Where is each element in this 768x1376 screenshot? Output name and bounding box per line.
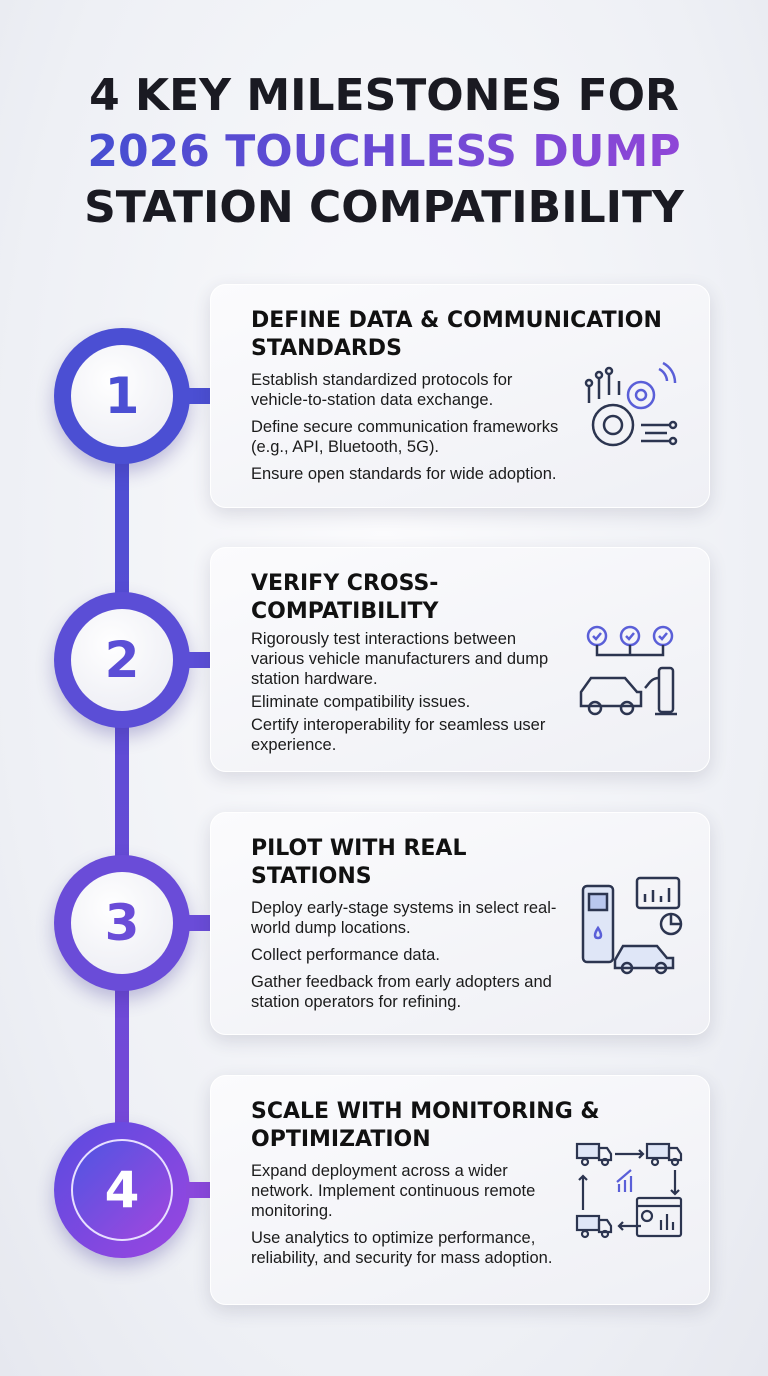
milestone-card-4: SCALE WITH MONITORING & OPTIMIZATION Exp… (210, 1075, 710, 1305)
milestone-number: 1 (71, 345, 173, 447)
milestone-title: PILOT WITH REAL STATIONS (251, 836, 467, 889)
milestone-4-badge: 4 (54, 1122, 190, 1258)
milestone-point: Expand deployment across a wider network… (251, 1162, 536, 1220)
milestone-2-badge: 2 (54, 592, 190, 728)
title-line-3: STATION COMPATIBILITY (84, 182, 684, 233)
milestone-point: Ensure open standards for wide adoption. (251, 465, 557, 483)
milestone-point: Eliminate compatibility issues. (251, 693, 471, 711)
car-charger-check-icon (579, 625, 677, 716)
milestone-point: Deploy early-stage systems in select rea… (251, 899, 557, 937)
milestone-number: 2 (71, 609, 173, 711)
milestone-1-badge: 1 (54, 328, 190, 464)
milestone-point: Rigorously test interactions between var… (251, 630, 549, 688)
timeline-connector (115, 400, 129, 1190)
title-line-1: 4 KEY MILESTONES FOR (89, 70, 679, 121)
milestone-card-3: PILOT WITH REAL STATIONS Deploy early-st… (210, 812, 710, 1035)
title-line-2: 2026 TOUCHLESS DUMP (0, 124, 768, 180)
milestone-point: Define secure communication frameworks (… (251, 418, 559, 456)
milestone-number: 4 (71, 1139, 173, 1241)
milestone-point: Use analytics to optimize performance, r… (251, 1229, 553, 1267)
milestone-point: Collect performance data. (251, 946, 440, 964)
milestone-card-1: DEFINE DATA & COMMUNICATION STANDARDS Es… (210, 284, 710, 508)
milestone-title: VERIFY CROSS-COMPATIBILITY (251, 571, 439, 624)
milestone-title: SCALE WITH MONITORING & OPTIMIZATION (251, 1099, 600, 1152)
milestone-point: Certify interoperability for seamless us… (251, 716, 546, 754)
milestone-3-badge: 3 (54, 855, 190, 991)
station-car-analytics-icon (581, 876, 683, 975)
milestone-card-2: VERIFY CROSS-COMPATIBILITY Rigorously te… (210, 547, 710, 772)
milestone-number: 3 (71, 872, 173, 974)
trucks-dashboard-cycle-icon (575, 1142, 683, 1239)
milestone-point: Establish standardized protocols for veh… (251, 371, 513, 409)
milestone-point: Gather feedback from early adopters and … (251, 973, 552, 1011)
page-title: 4 KEY MILESTONES FOR 2026 TOUCHLESS DUMP… (0, 68, 768, 236)
gears-network-icon (584, 361, 678, 447)
milestone-title: DEFINE DATA & COMMUNICATION STANDARDS (251, 308, 662, 361)
